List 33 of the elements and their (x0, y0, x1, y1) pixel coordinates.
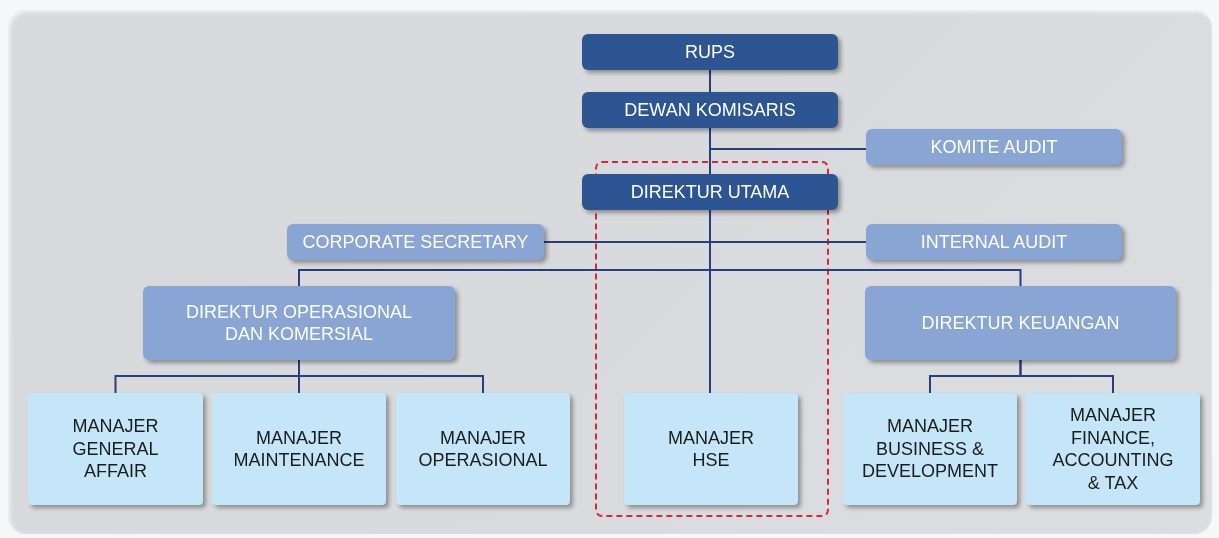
position-title: CORPORATE SECRETARY (301, 230, 530, 254)
position-title: MANAJER BUSINESS & DEVELOPMENT (861, 415, 999, 483)
connector-line (1019, 359, 1114, 394)
org-box (843, 393, 1017, 505)
position-title: MANAJER HSE (667, 426, 755, 472)
position-title: DIREKTUR OPERASIONAL DAN KOMERSIAL (184, 300, 413, 346)
org-box (624, 393, 798, 505)
org-box (396, 393, 570, 505)
connector-line (709, 127, 867, 150)
org-box (866, 224, 1122, 260)
org-box (287, 224, 544, 260)
org-box (28, 393, 203, 505)
position-title: INTERNAL AUDIT (919, 230, 1069, 254)
org-box (865, 286, 1176, 360)
org-box (582, 92, 838, 128)
connector-line (709, 209, 711, 394)
org-box (212, 393, 386, 505)
position-title: KOMITE AUDIT (929, 135, 1059, 159)
connector-line (298, 359, 484, 394)
org-box (582, 34, 838, 70)
position-title: DIREKTUR KEUANGAN (920, 311, 1121, 335)
position-title: DIREKTUR UTAMA (629, 180, 791, 204)
org-box (1026, 393, 1200, 505)
position-title: MANAJER GENERAL AFFAIR (71, 415, 160, 483)
position-title: DEWAN KOMISARIS (623, 98, 797, 122)
org-box (143, 286, 455, 360)
org-box (582, 174, 838, 210)
position-title: RUPS (684, 40, 736, 64)
position-title: MANAJER OPERASIONAL (417, 426, 549, 472)
connector-line (709, 69, 711, 93)
org-box (866, 129, 1122, 165)
position-title: MANAJER FINANCE, ACCOUNTING & TAX (1051, 404, 1175, 494)
position-title: MANAJER MAINTENANCE (232, 426, 366, 472)
